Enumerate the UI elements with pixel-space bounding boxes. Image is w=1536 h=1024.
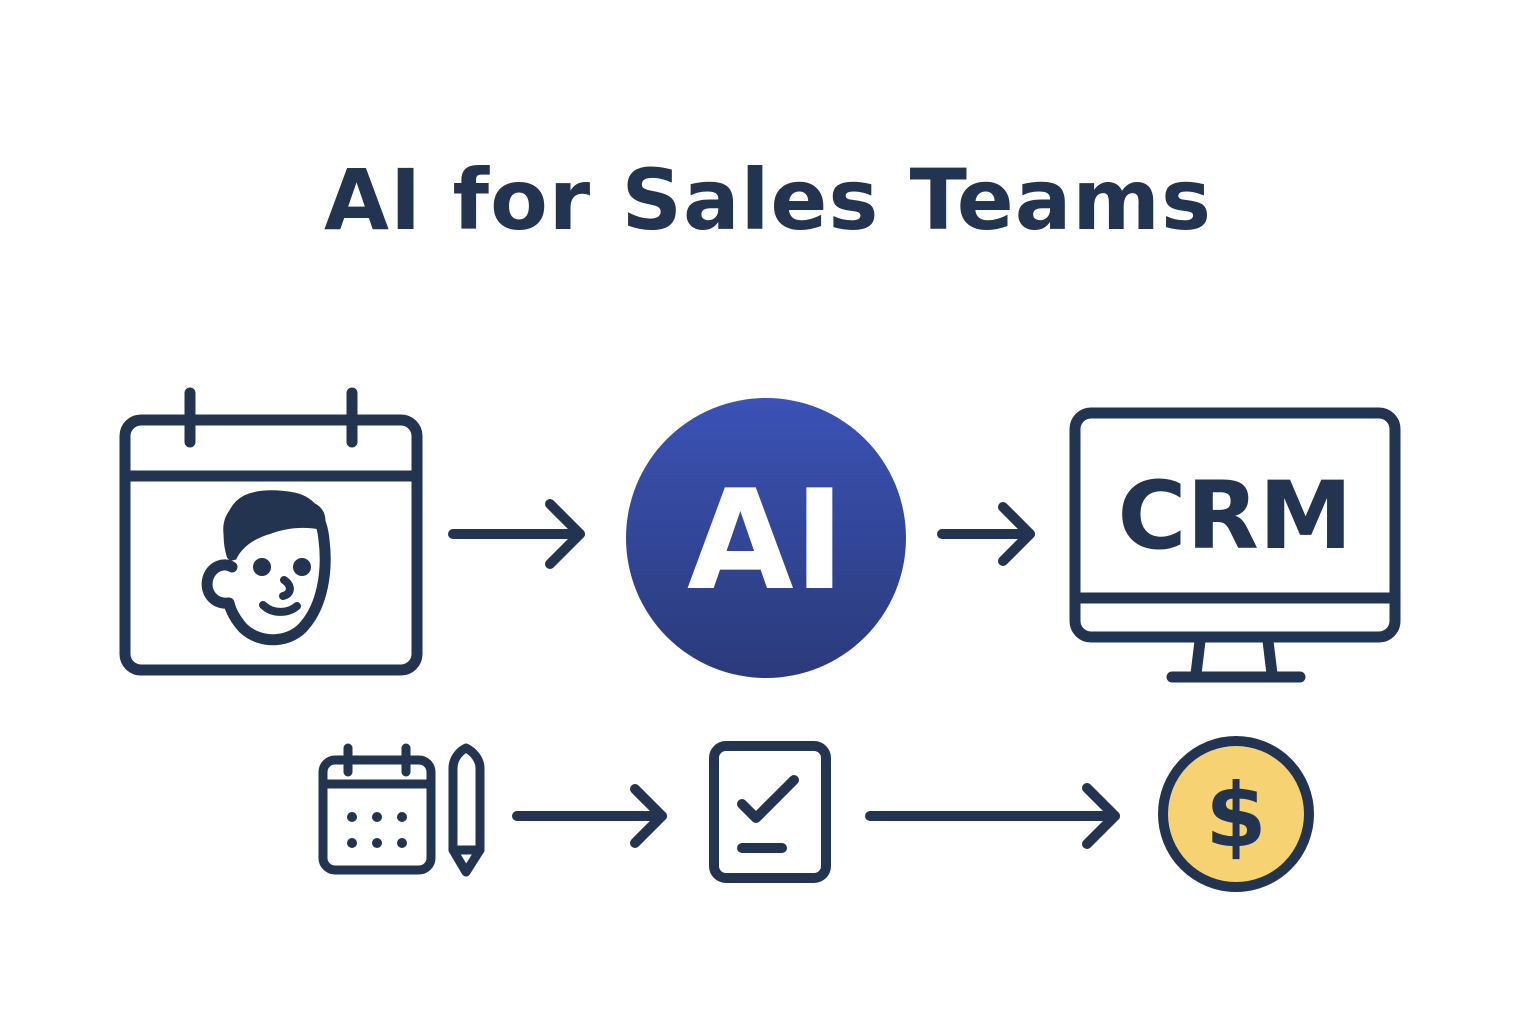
dollar-label: $ xyxy=(1205,764,1266,867)
ai-circle-icon xyxy=(626,398,906,678)
calendar-with-person-icon xyxy=(119,387,423,676)
arrow-to-revenue xyxy=(865,783,1120,849)
dollar-coin-icon xyxy=(1158,736,1314,892)
ai-label: AI xyxy=(687,460,845,621)
arrow-to-checklist xyxy=(512,784,667,848)
hair-icon xyxy=(223,494,326,560)
arrow-to-ai xyxy=(448,499,585,569)
calendar-dots xyxy=(347,812,407,848)
small-calendar-icon xyxy=(318,743,436,875)
monitor-icon xyxy=(1069,407,1401,683)
crm-label: CRM xyxy=(1118,462,1353,571)
checklist-icon xyxy=(709,741,831,883)
pencil-icon xyxy=(448,743,485,877)
arrow-to-crm xyxy=(937,502,1035,566)
page-title: AI for Sales Teams xyxy=(324,151,1212,249)
